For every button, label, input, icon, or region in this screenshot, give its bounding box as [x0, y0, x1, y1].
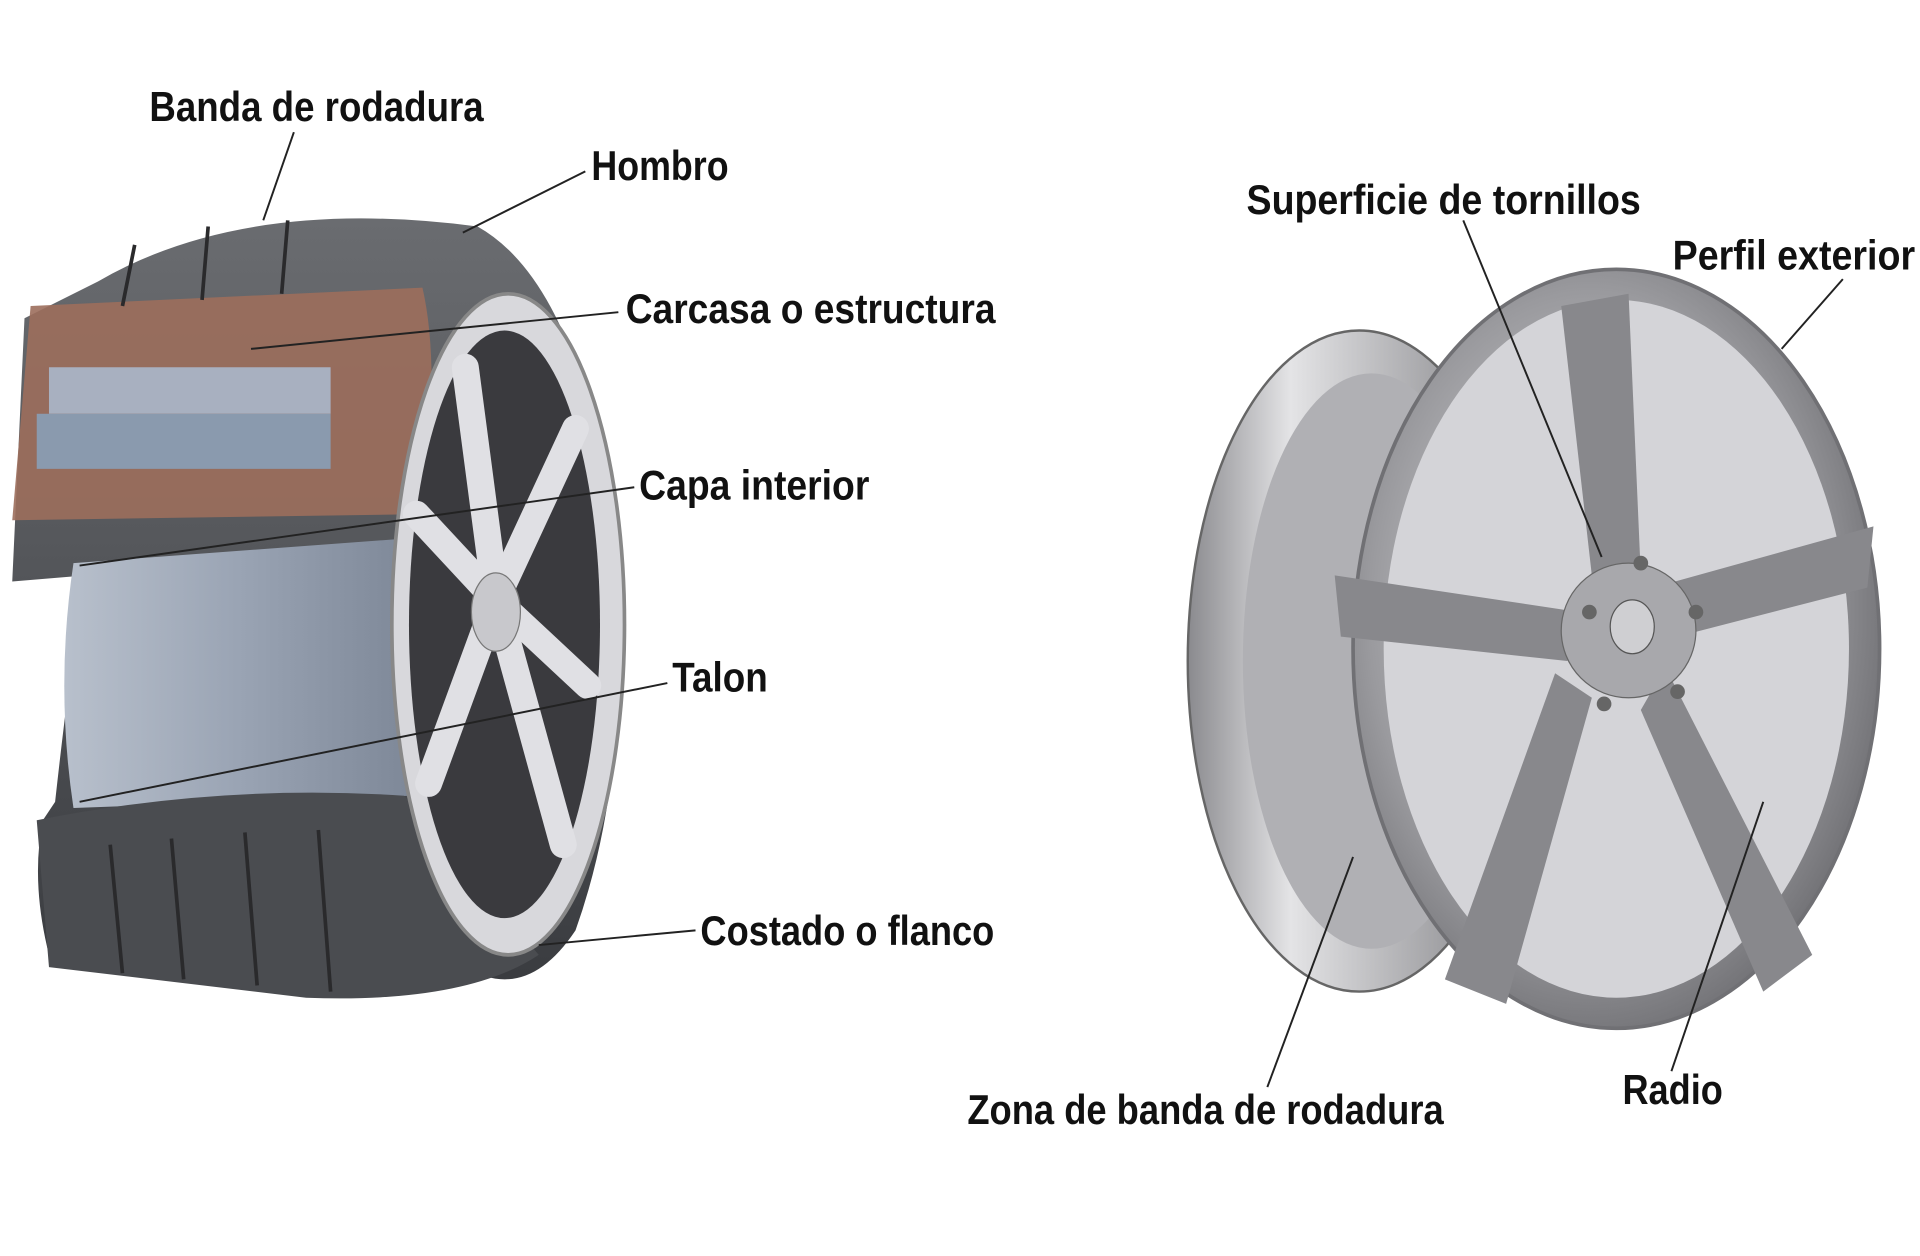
leader-lines	[79, 131, 1844, 1088]
label-sidewall: Costado o flanco	[700, 907, 994, 954]
label-inner-liner: Capa interior	[639, 461, 869, 508]
leader-inner-liner	[79, 486, 635, 567]
label-shoulder: Hombro	[591, 142, 728, 189]
tire-illustration	[12, 218, 627, 999]
wheel-spokes	[1334, 293, 1874, 1004]
leader-tread	[262, 131, 295, 221]
rim-hub	[470, 572, 522, 652]
belt-layer-1	[48, 367, 331, 414]
label-spoke: Radio	[1622, 1066, 1722, 1113]
leader-sidewall	[538, 929, 696, 947]
belt-layer-2	[36, 413, 331, 469]
center-bore	[1609, 599, 1655, 655]
inner-liner-shape	[64, 538, 411, 808]
label-bolt-surface: Superficie de tornillos	[1247, 176, 1641, 223]
label-bead: Talon	[672, 654, 768, 701]
label-carcass: Carcasa o estructura	[626, 285, 997, 332]
tread-bottom	[36, 792, 539, 999]
tread-grooves	[108, 220, 333, 992]
label-outer-profile: Perfil exterior	[1673, 231, 1915, 278]
wheel-illustration	[1186, 267, 1882, 1031]
lug-holes	[1582, 555, 1704, 712]
leader-bolt-surface	[1462, 219, 1603, 558]
leader-spoke	[1670, 801, 1765, 1072]
leader-carcass	[250, 311, 619, 350]
leader-tread-zone	[1266, 856, 1354, 1088]
leader-outer-profile	[1780, 278, 1844, 350]
label-tread: Banda de rodadura	[149, 83, 484, 130]
leader-shoulder	[462, 170, 586, 234]
leader-bead	[79, 682, 668, 803]
labels: Banda de rodadura Hombro Carcasa o estru…	[149, 83, 1915, 1133]
label-tread-zone: Zona de banda de rodadura	[967, 1086, 1444, 1133]
